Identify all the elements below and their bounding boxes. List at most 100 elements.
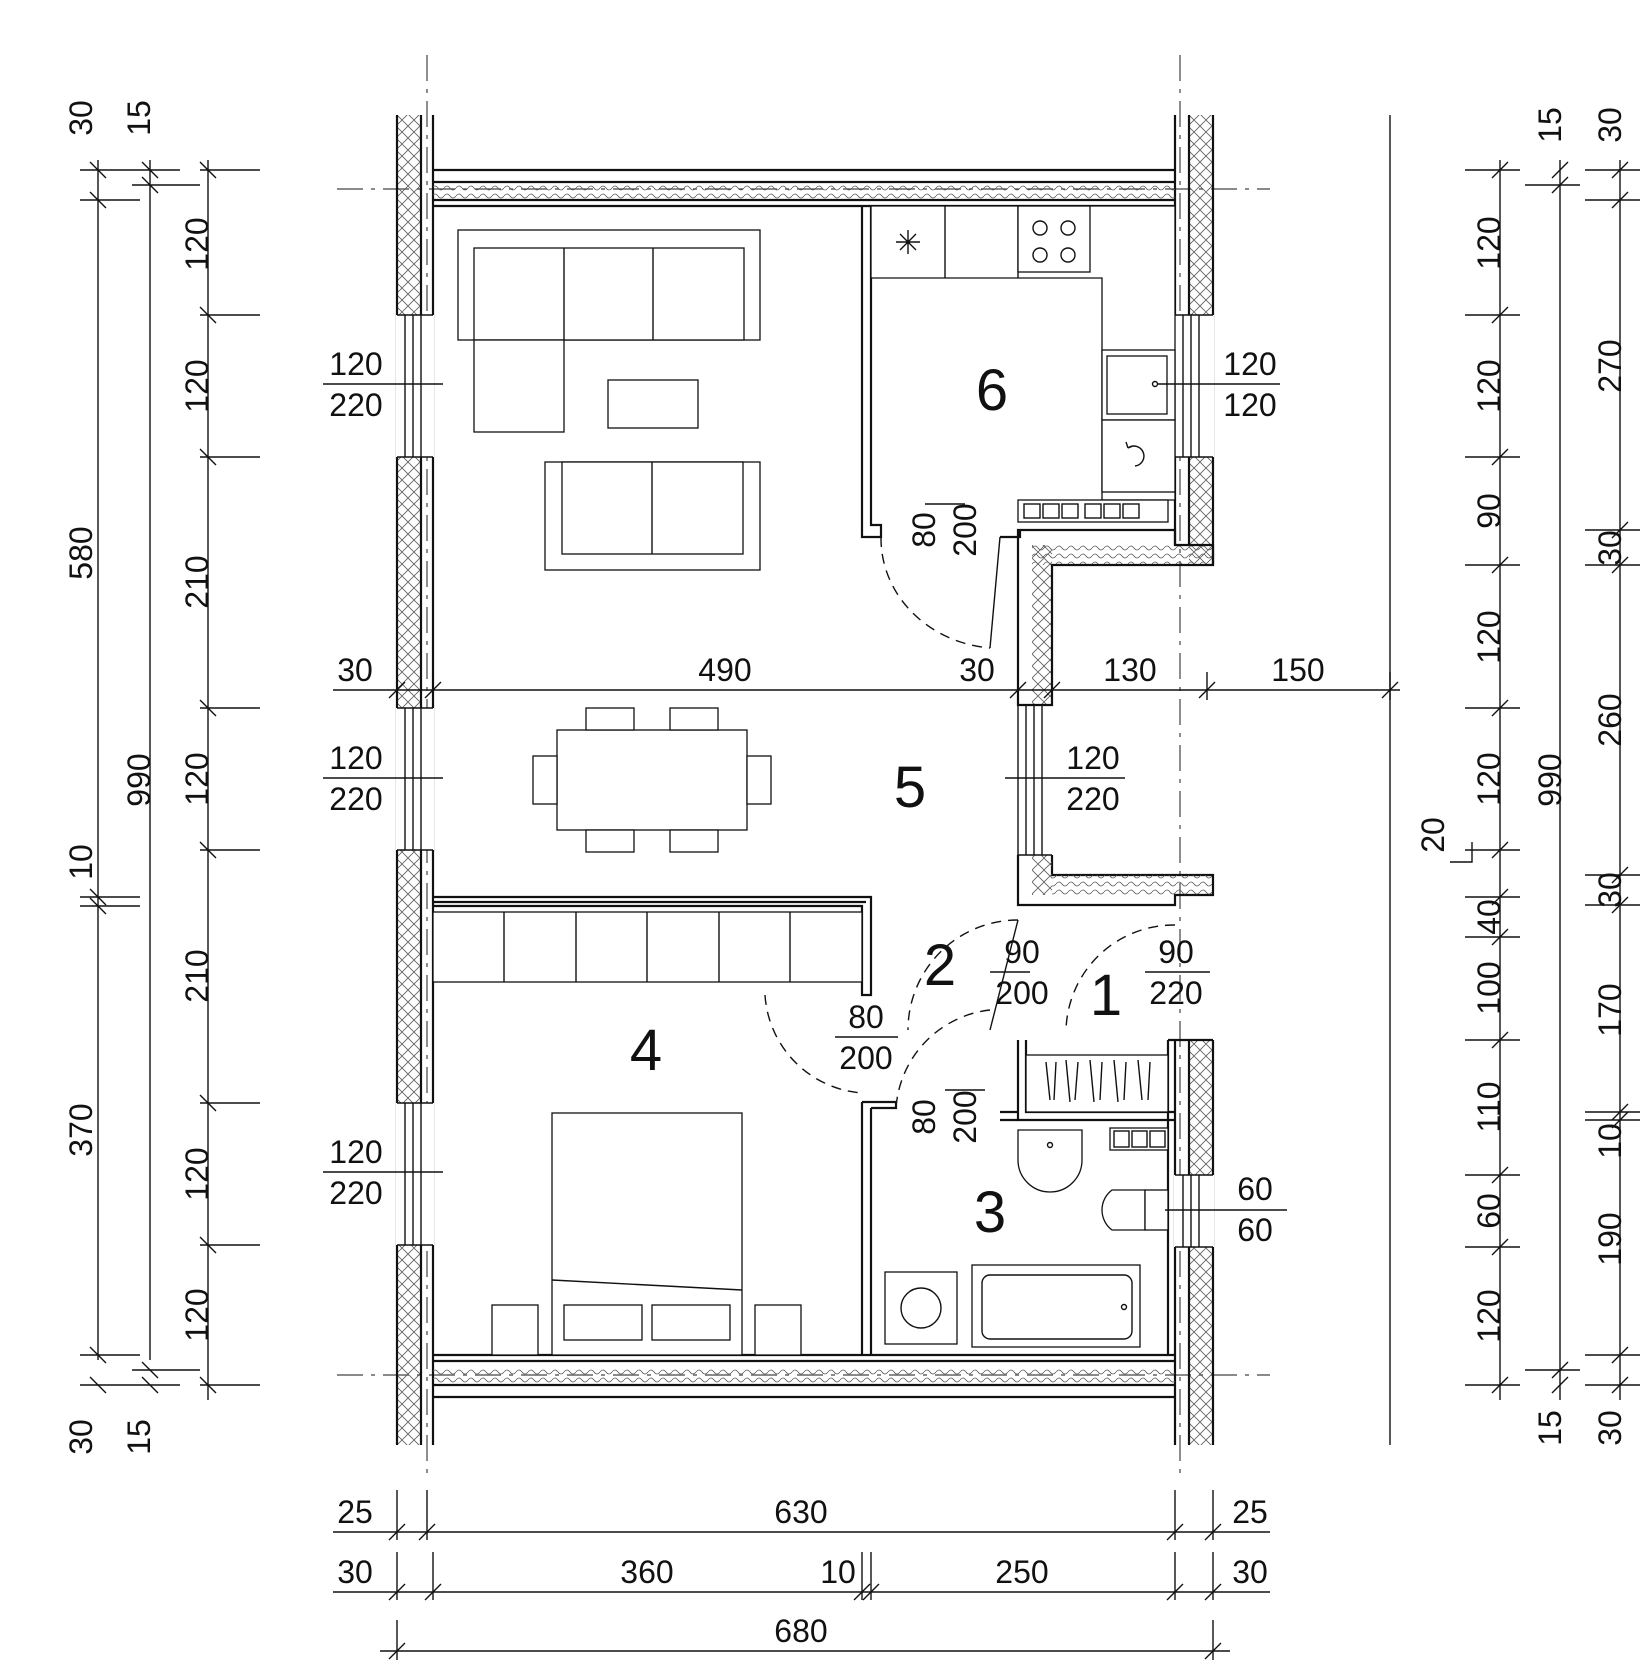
dim-mid-30-left: 30: [337, 652, 373, 688]
dim-right-inner-5: 120: [1471, 752, 1507, 805]
hall-door-height: 200: [995, 975, 1048, 1011]
dim-right-bottom-30: 30: [1592, 1410, 1628, 1446]
nightstand-left: [491, 1304, 539, 1356]
bathroom-door-height: 200: [947, 1090, 983, 1143]
dim-bottom2-30-left: 30: [337, 1554, 373, 1590]
washing-machine: [884, 1271, 958, 1345]
dim-right-second-6: 10: [1592, 1123, 1628, 1159]
bathtub: [971, 1264, 1141, 1348]
dim-mid-490: 490: [698, 652, 751, 688]
dim-left-inner-7: 120: [179, 1288, 215, 1341]
coffee-table: [607, 379, 699, 429]
dim-right-second-3: 260: [1592, 693, 1628, 746]
bathroom-window-width: 60: [1237, 1171, 1273, 1207]
dim-right-top-15: 15: [1532, 107, 1568, 143]
hall-door-width: 90: [1004, 934, 1040, 970]
room-number-6: 6: [976, 358, 1008, 423]
livingroom-window-width: 120: [329, 346, 382, 382]
room-labels: 1 2 3 4 5 6: [630, 358, 1122, 1245]
dining-window-right-height: 220: [1066, 781, 1119, 817]
exterior-walls: [395, 115, 1215, 1445]
bedroom-door-height: 200: [839, 1040, 892, 1076]
dim-mid-30-right: 30: [959, 652, 995, 688]
dim-right-990: 990: [1532, 753, 1568, 806]
room-number-3: 3: [974, 1180, 1006, 1245]
dim-right-inner-2: 120: [1471, 359, 1507, 412]
dim-left-10: 10: [63, 844, 99, 880]
bedroom-door-width: 80: [848, 999, 884, 1035]
dim-bottom1-25-left: 25: [337, 1494, 373, 1530]
dim-right-inner-10: 60: [1471, 1193, 1507, 1229]
dim-left-top-30: 30: [63, 100, 99, 136]
dim-bottom-total-680: 680: [774, 1613, 827, 1649]
bathroom-window-height: 60: [1237, 1212, 1273, 1248]
interior-walls: [433, 206, 1215, 1355]
room-number-5: 5: [894, 755, 926, 820]
furniture: [432, 205, 1176, 1356]
bedroom-window-height: 220: [329, 1175, 382, 1211]
dim-right-inner-8: 100: [1471, 961, 1507, 1014]
dim-left-370: 370: [63, 1103, 99, 1156]
dim-right-second-1: 270: [1592, 339, 1628, 392]
bathroom-door-width: 80: [906, 1099, 942, 1135]
bath-radiator: [1109, 1127, 1169, 1151]
toilet: [1101, 1189, 1146, 1231]
bedroom-window-width: 120: [329, 1134, 382, 1170]
fan-symbol: [896, 230, 920, 254]
entrance-door-width: 90: [1158, 934, 1194, 970]
kitchen-door-width: 80: [906, 512, 942, 548]
dining-window-right-width: 120: [1066, 740, 1119, 776]
dim-right-second-5: 170: [1592, 983, 1628, 1036]
nightstand-right: [754, 1304, 802, 1356]
entrance-door-height: 220: [1149, 975, 1202, 1011]
cooktop: [1017, 205, 1091, 273]
hall-wardrobe: [1025, 1054, 1169, 1113]
opening-labels: 120 220 120 120 80 200 120 220 120 220 9…: [329, 346, 1276, 1248]
kitchen-door-height: 200: [947, 503, 983, 556]
dim-right-top-30: 30: [1592, 107, 1628, 143]
dim-bottom1-25-right: 25: [1232, 1494, 1268, 1530]
kitchen-window-height: 120: [1223, 387, 1276, 423]
dining-window-left-width: 120: [329, 740, 382, 776]
kitchen-radiator: [1017, 499, 1169, 523]
dimension-labels: 30 15 15 30 580 10 370 990 120 120 210 1…: [63, 100, 1628, 1649]
dining-table: [556, 729, 748, 831]
dim-left-inner-1: 120: [179, 217, 215, 270]
dim-right-inner-4: 120: [1471, 610, 1507, 663]
dim-left-inner-5: 210: [179, 949, 215, 1002]
dim-right-inner-1: 120: [1471, 216, 1507, 269]
dim-right-second-4: 30: [1592, 872, 1628, 908]
dim-bottom2-250: 250: [995, 1554, 1048, 1590]
dim-bottom2-360: 360: [620, 1554, 673, 1590]
dim-right-inner-11: 120: [1471, 1289, 1507, 1342]
dim-mid-150: 150: [1271, 652, 1324, 688]
room-number-4: 4: [630, 1018, 662, 1083]
door-swings: [764, 536, 1176, 1109]
opening-leaders: [323, 383, 1287, 1211]
dimension-lines: [80, 160, 1640, 1660]
room-number-1: 1: [1090, 963, 1122, 1028]
kitchen-window-width: 120: [1223, 346, 1276, 382]
dishwasher: [1101, 419, 1176, 493]
dim-left-inner-3: 210: [179, 555, 215, 608]
dim-left-top-15: 15: [121, 100, 157, 136]
dim-right-second-7: 190: [1592, 1212, 1628, 1265]
dim-right-inner-3: 90: [1471, 493, 1507, 529]
dim-left-580: 580: [63, 526, 99, 579]
dim-left-bottom-15: 15: [121, 1419, 157, 1455]
dim-right-bottom-15: 15: [1532, 1410, 1568, 1446]
dim-left-990: 990: [121, 753, 157, 806]
livingroom-window-height: 220: [329, 387, 382, 423]
dim-right-inner-7: 40: [1471, 899, 1507, 935]
dim-left-inner-4: 120: [179, 752, 215, 805]
dim-mid-130: 130: [1103, 652, 1156, 688]
dining-window-left-height: 220: [329, 781, 382, 817]
dim-right-inner-6: 20: [1415, 817, 1451, 853]
dim-left-inner-6: 120: [179, 1147, 215, 1200]
room-number-2: 2: [924, 933, 956, 998]
dim-right-inner-9: 110: [1471, 1081, 1507, 1132]
washbasin: [1017, 1129, 1083, 1193]
dim-bottom1-630: 630: [774, 1494, 827, 1530]
dim-left-inner-2: 120: [179, 359, 215, 412]
